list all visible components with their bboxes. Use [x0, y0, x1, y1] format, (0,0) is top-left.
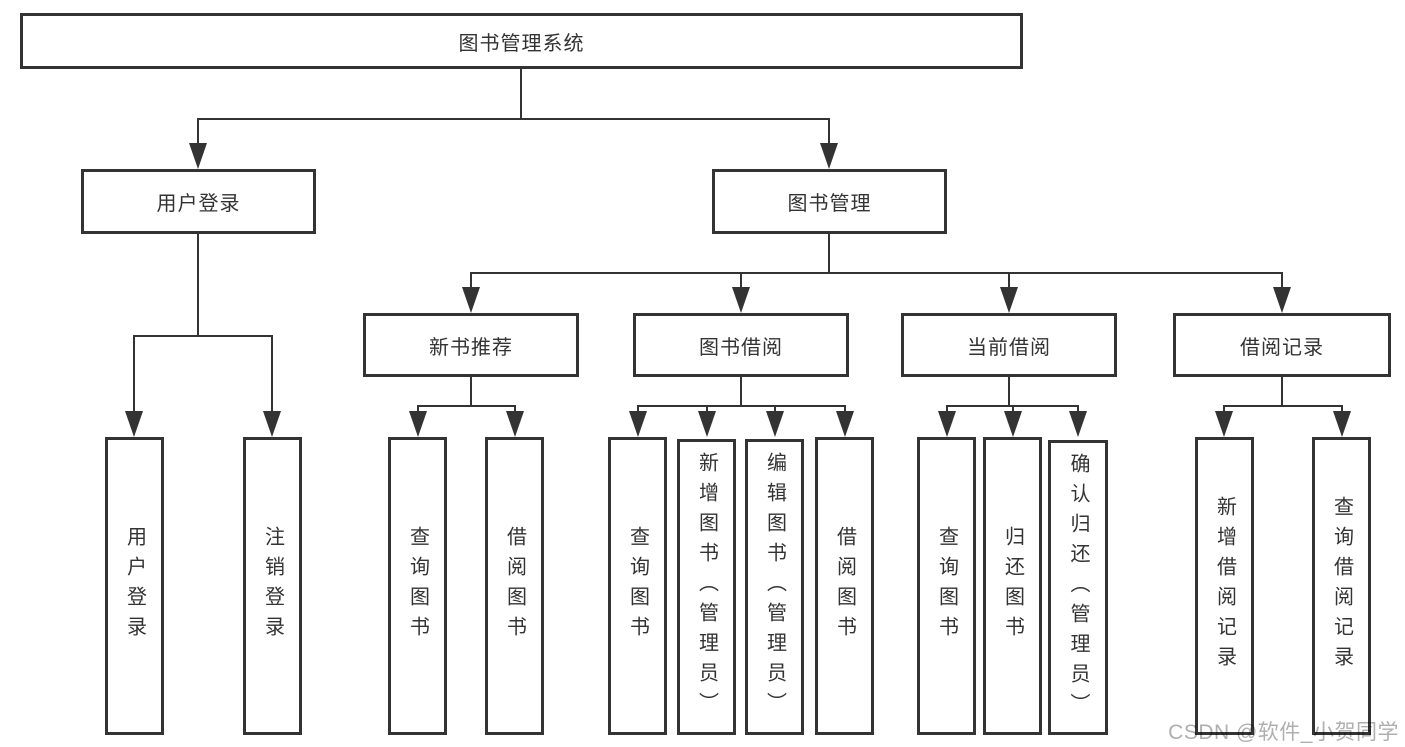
node-label: 确认归还（管理员） — [1067, 452, 1089, 723]
connector-user-login-stem — [197, 234, 199, 337]
arrowhead-to-leaf-return-books — [1004, 411, 1022, 437]
node-label: 查询借阅记录 — [1330, 496, 1353, 676]
arrowhead-to-leaf-borrow-books-1 — [506, 411, 524, 437]
connector-nbr-stem — [470, 377, 472, 407]
csdn-watermark: CSDN @软件_小贺同学 — [1168, 721, 1399, 744]
connector-stem-new-book-recommendation — [470, 272, 472, 289]
node-label: 借阅图书 — [833, 526, 856, 646]
connector-stem-leaf-add-borrow-record — [1223, 405, 1225, 415]
node-label: 查询图书 — [935, 526, 958, 646]
arrowhead-to-leaf-add-borrow-record — [1215, 411, 1233, 437]
connector-stem-leaf-add-books — [706, 405, 708, 415]
node-book-management: 图书管理 — [712, 169, 947, 234]
node-current-borrowing: 当前借阅 — [901, 313, 1117, 377]
connector-stem-leaf-user-login — [133, 335, 135, 413]
node-label: 编辑图书（管理员） — [763, 452, 786, 722]
arrowhead-to-current-borrowing — [1000, 287, 1018, 313]
leaf-user-login: 用户登录 — [105, 437, 164, 735]
arrowhead-to-borrowing-records — [1273, 287, 1291, 313]
arrowhead-to-leaf-edit-books — [766, 411, 784, 437]
arrowhead-to-leaf-query-books-1 — [409, 411, 427, 437]
connector-bb-hline — [637, 405, 846, 407]
connector-stem-leaf-return-books — [1012, 405, 1014, 415]
node-label: 注销登录 — [261, 526, 284, 646]
connector-stem-leaf-logout — [271, 335, 273, 413]
connector-bb-stem — [740, 377, 742, 407]
connector-stem-leaf-query-books-2 — [637, 405, 639, 415]
connector-stem-book-management — [828, 118, 830, 145]
connector-cb-stem — [1008, 377, 1010, 407]
connector-stem-leaf-query-books-3 — [946, 405, 948, 415]
node-label: 用户登录 — [123, 526, 146, 646]
node-user-login: 用户登录 — [81, 169, 316, 234]
arrowhead-to-leaf-query-books-2 — [629, 411, 647, 437]
node-book-borrowing: 图书借阅 — [633, 313, 849, 377]
arrowhead-to-book-borrowing — [732, 287, 750, 313]
arrowhead-to-leaf-borrow-books-2 — [836, 411, 854, 437]
arrowhead-to-leaf-query-books-3 — [938, 411, 956, 437]
node-new-book-recommendation: 新书推荐 — [363, 313, 579, 377]
leaf-add-books-admin: 新增图书（管理员） — [677, 439, 736, 735]
connector-stem-book-borrowing — [740, 272, 742, 289]
node-label: 图书借阅 — [699, 336, 783, 359]
leaf-borrow-books-2: 借阅图书 — [815, 437, 874, 735]
leaf-edit-books-admin: 编辑图书（管理员） — [745, 439, 804, 735]
leaf-return-books: 归还图书 — [983, 437, 1042, 735]
node-label: 借阅图书 — [503, 526, 526, 646]
node-borrowing-records: 借阅记录 — [1173, 313, 1391, 377]
arrowhead-to-leaf-user-login — [125, 411, 143, 437]
node-label: 借阅记录 — [1240, 336, 1324, 359]
leaf-confirm-return-admin: 确认归还（管理员） — [1048, 440, 1108, 735]
connector-user-login-hline — [133, 335, 273, 337]
connector-book-management-stem — [828, 234, 830, 274]
leaf-add-borrow-record: 新增借阅记录 — [1195, 437, 1254, 735]
connector-stem-current-borrowing — [1008, 272, 1010, 289]
arrowhead-to-leaf-logout — [263, 411, 281, 437]
arrowhead-to-leaf-query-borrow-record — [1333, 411, 1351, 437]
connector-stem-leaf-edit-books — [774, 405, 776, 415]
connector-nbr-hline — [417, 405, 516, 407]
arrowhead-to-user-login — [189, 143, 207, 169]
connector-root-stem — [520, 69, 522, 118]
connector-level3-hline — [470, 272, 1283, 274]
connector-stem-user-login — [197, 118, 199, 145]
connector-stem-leaf-borrow-books-1 — [514, 405, 516, 415]
connector-stem-leaf-query-borrow-record — [1341, 405, 1343, 415]
node-label: 新书推荐 — [429, 336, 513, 359]
node-label: 新增借阅记录 — [1213, 496, 1236, 676]
node-label: 新增图书（管理员） — [695, 452, 718, 722]
node-label: 用户登录 — [156, 193, 241, 215]
arrowhead-to-new-book-recommendation — [462, 287, 480, 313]
arrowhead-to-leaf-confirm-return — [1069, 411, 1087, 437]
node-label: 当前借阅 — [967, 336, 1051, 359]
node-label: 查询图书 — [626, 526, 649, 646]
node-label: 归还图书 — [1001, 526, 1024, 646]
connector-stem-leaf-query-books-1 — [417, 405, 419, 415]
leaf-query-books-1: 查询图书 — [388, 437, 447, 735]
connector-stem-leaf-borrow-books-2 — [844, 405, 846, 415]
node-label: 图书管理 — [787, 193, 872, 215]
connector-level2-hline — [197, 118, 830, 120]
leaf-query-books-3: 查询图书 — [917, 437, 976, 735]
node-label: 查询图书 — [406, 526, 429, 646]
connector-stem-leaf-confirm-return — [1077, 405, 1079, 415]
connector-br-hline — [1223, 405, 1343, 407]
node-library-management-system: 图书管理系统 — [20, 13, 1023, 69]
connector-br-stem — [1281, 377, 1283, 407]
leaf-query-borrow-record: 查询借阅记录 — [1312, 437, 1371, 735]
arrowhead-to-book-management — [820, 143, 838, 169]
connector-stem-borrowing-records — [1281, 272, 1283, 289]
leaf-logout: 注销登录 — [243, 437, 302, 735]
node-label: 图书管理系统 — [458, 32, 585, 55]
arrowhead-to-leaf-add-books — [698, 411, 716, 437]
leaf-borrow-books-1: 借阅图书 — [485, 437, 544, 735]
leaf-query-books-2: 查询图书 — [608, 437, 667, 735]
